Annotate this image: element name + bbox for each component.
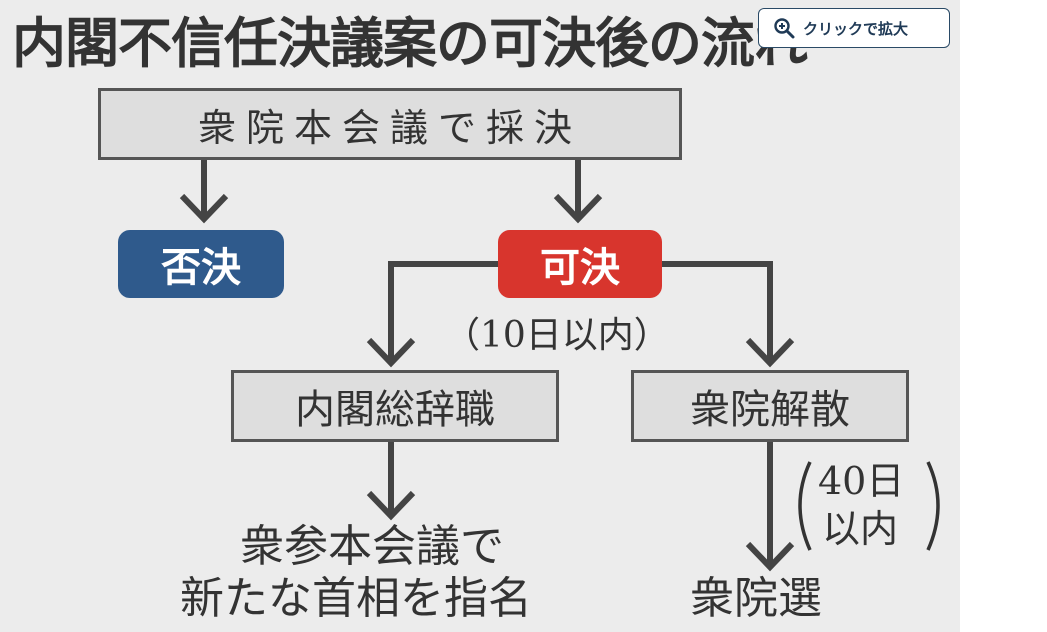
nomination-line1: 衆参本会議で	[240, 521, 504, 572]
zoom-button-label: クリックで拡大	[803, 19, 909, 38]
paren-left-40days	[798, 461, 812, 551]
resignation-box: 内閣総辞職	[231, 370, 559, 442]
election-label: 衆院選	[690, 573, 822, 624]
arrow-passed-to-resignation	[388, 261, 500, 362]
flow-connectors	[179, 160, 940, 572]
passed-badge: 可決	[498, 230, 662, 298]
dissolution-label: 衆院解散	[690, 387, 850, 433]
arrowhead-nomination	[366, 490, 416, 521]
arrowhead-election	[745, 541, 795, 572]
resignation-label: 内閣総辞職	[295, 387, 495, 433]
within-10-days-label: （10日以内）	[444, 315, 670, 356]
paren-right-40days	[926, 461, 940, 551]
diagram-title: 内閣不信任決議案の可決後の流れ	[12, 12, 808, 75]
zoom-button[interactable]: クリックで拡大	[758, 8, 950, 48]
vote-label: 衆院本会議で採決	[197, 105, 582, 150]
arrowhead-dissolution	[745, 337, 795, 368]
arrowhead-resignation	[366, 337, 416, 368]
nomination-line2: 新たな首相を指名	[180, 573, 532, 624]
arrow-passed-to-dissolution	[660, 261, 773, 362]
passed-label: 可決	[540, 245, 620, 291]
vote-box: 衆院本会議で採決	[98, 88, 682, 160]
diagram-canvas: 内閣不信任決議案の可決後の流れ クリックで拡大	[0, 0, 960, 632]
zoom-in-icon	[774, 18, 795, 39]
within-40-days-line2: 以内	[822, 507, 899, 551]
within-40-days-line1: 40日	[818, 459, 905, 503]
arrowhead-passed	[553, 193, 603, 224]
dissolution-box: 衆院解散	[631, 370, 909, 442]
rejected-label: 否決	[161, 245, 241, 291]
rejected-badge: 否決	[118, 230, 284, 298]
arrowhead-rejected	[179, 193, 229, 224]
